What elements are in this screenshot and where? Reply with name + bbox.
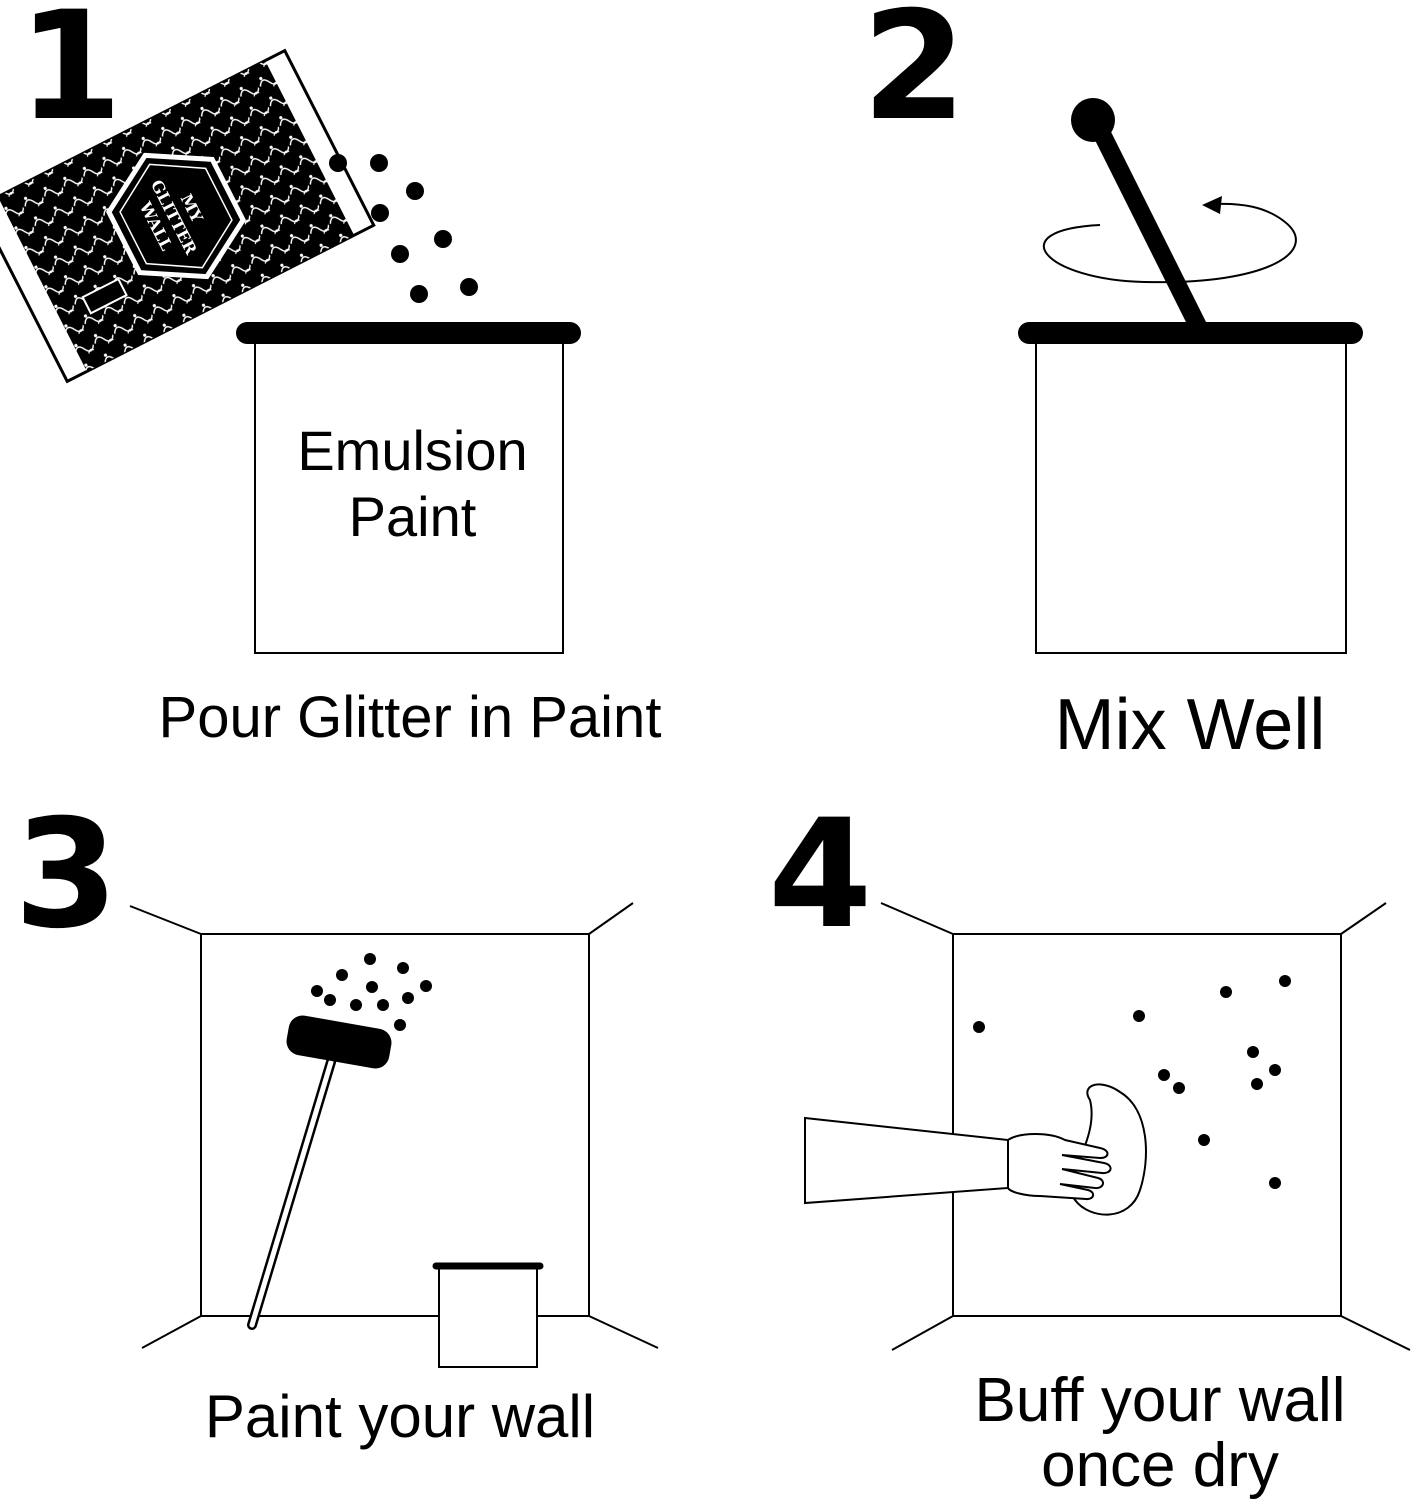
room-wall-2-icon [880, 902, 1411, 1351]
step-2-caption: Mix Well [1054, 685, 1326, 765]
step-4-caption: Buff your wall once dry [974, 1366, 1346, 1500]
small-paint-can-icon [432, 1262, 544, 1368]
step-2-number: 2 [862, 0, 966, 154]
step-3-number: 3 [14, 788, 118, 962]
rotation-arrow-icon [1042, 196, 1297, 284]
step-1-number: 1 [18, 0, 122, 154]
can-label: Emulsion Paint [270, 418, 555, 550]
can-label-text: Emulsion Paint [297, 419, 528, 549]
falling-glitter [329, 154, 478, 303]
paint-can-icon [236, 322, 581, 654]
hand-buffing-icon [804, 1083, 1147, 1216]
wall-glitter [973, 975, 1291, 1189]
roller-glitter [311, 953, 432, 1031]
room-wall-icon [129, 902, 659, 1349]
step-3-caption: Paint your wall [204, 1383, 596, 1450]
step-1-caption: Pour Glitter in Paint [158, 685, 662, 750]
paint-roller-icon [247, 1015, 392, 1330]
paint-can-2-icon [1018, 322, 1363, 654]
glitter-packet-icon: MY GLITTER WALL [0, 48, 376, 384]
step-4-number: 4 [768, 788, 872, 962]
stirring-stick-icon [1071, 98, 1207, 335]
